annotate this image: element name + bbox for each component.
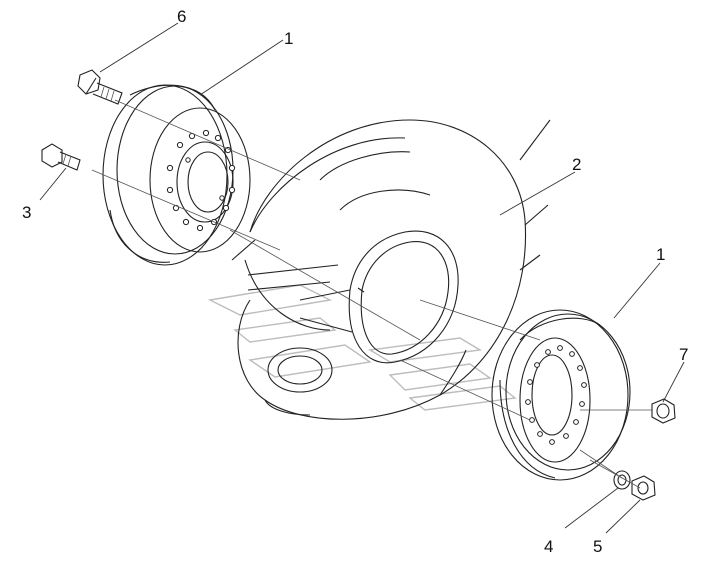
watermark-logo	[207, 284, 517, 411]
callout-part-2: 2	[572, 155, 581, 174]
nut-part-7	[651, 398, 676, 424]
leader-lines	[39, 22, 685, 534]
rim-right	[491, 309, 631, 481]
tire	[231, 119, 551, 420]
callout-part-3: 3	[22, 203, 31, 222]
rim-left-bolt-holes	[166, 129, 236, 232]
bolt-part-6	[77, 69, 123, 105]
callout-part-1-right: 1	[656, 245, 665, 264]
nut-part-5	[631, 475, 656, 501]
washer-part-4	[613, 470, 631, 490]
rim-right-bolt-holes	[525, 345, 587, 445]
callout-part-1-top: 1	[284, 29, 293, 48]
callout-part-6: 6	[177, 7, 186, 26]
callout-part-4: 4	[544, 537, 553, 556]
callout-part-7: 7	[679, 345, 688, 364]
assembly-axis-lines	[91, 99, 652, 489]
rim-left	[102, 84, 251, 266]
bolt-part-3	[41, 143, 81, 171]
callout-part-5: 5	[593, 537, 602, 556]
